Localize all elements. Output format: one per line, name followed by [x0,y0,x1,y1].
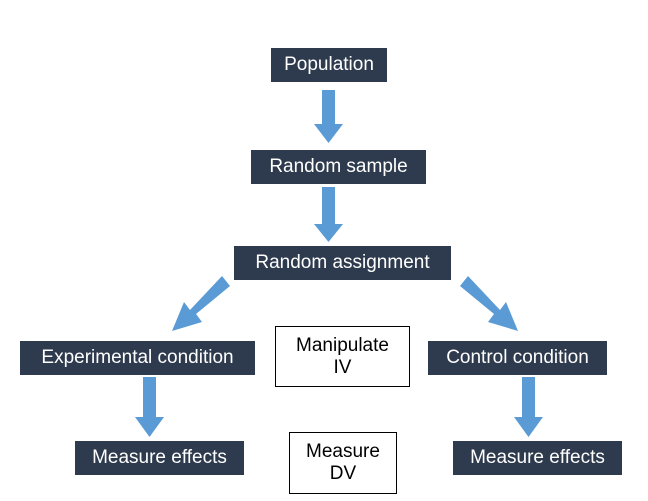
node-random-sample: Random sample [251,150,426,184]
node-manipulate-iv: Manipulate IV [275,326,410,387]
node-measure-effects-left-label: Measure effects [92,447,227,468]
node-measure-effects-left: Measure effects [75,441,244,475]
node-population-label: Population [284,54,374,75]
node-manipulate-iv-line2: IV [333,356,352,378]
node-experimental-condition-label: Experimental condition [41,347,234,368]
arrow-experimental-to-measure [135,377,164,437]
node-random-assignment-label: Random assignment [255,252,430,273]
node-control-condition-label: Control condition [446,347,589,368]
arrow-sample-to-assignment [314,187,343,242]
arrow-control-to-measure [514,377,543,437]
arrow-population-to-sample [314,90,343,143]
node-experimental-condition: Experimental condition [20,341,255,375]
node-measure-effects-right-label: Measure effects [470,447,605,468]
node-random-assignment: Random assignment [234,246,451,280]
node-manipulate-iv-line1: Manipulate [296,334,389,356]
node-measure-effects-right: Measure effects [453,441,622,475]
node-measure-dv: Measure DV [289,432,397,494]
arrow-assignment-to-control [460,276,518,331]
node-random-sample-label: Random sample [269,156,408,177]
node-measure-dv-line2: DV [329,463,357,484]
node-population: Population [271,48,387,82]
arrow-assignment-to-experimental [172,276,230,331]
node-control-condition: Control condition [428,341,607,375]
node-measure-dv-line1: Measure [306,441,380,462]
